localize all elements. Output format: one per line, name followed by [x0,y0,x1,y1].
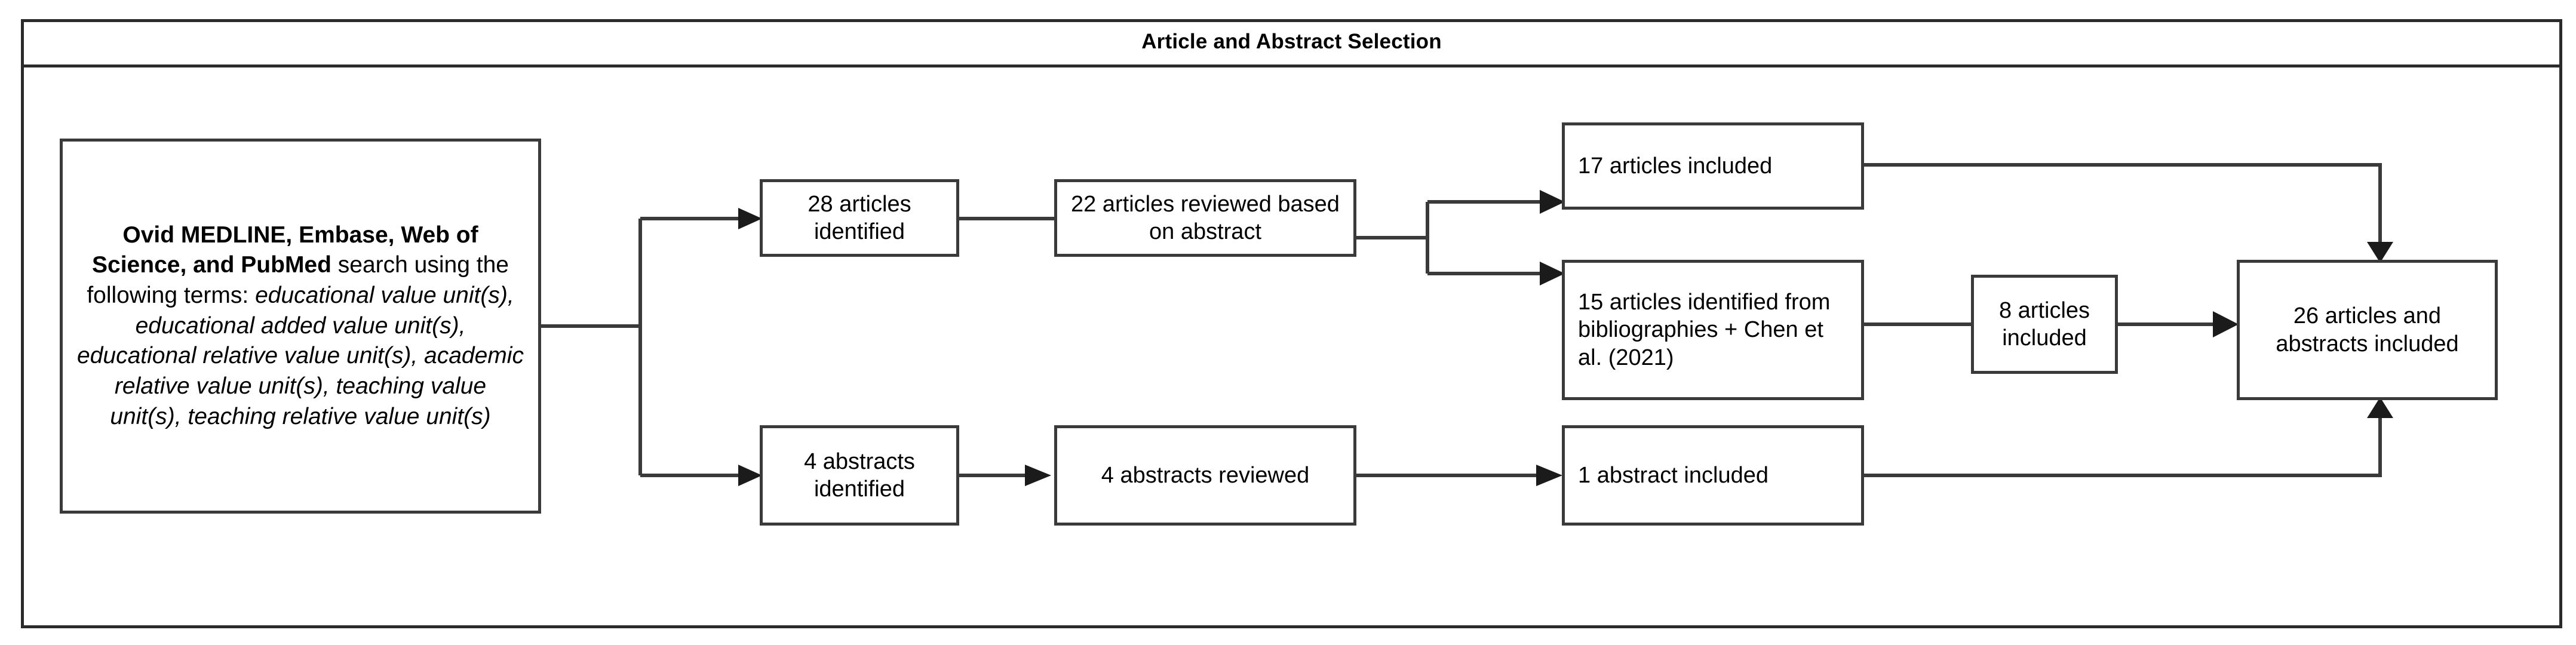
node-abstracts-identified: 4 abstracts identified [760,425,959,526]
node-articles-identified-label: 28 articles identified [808,191,911,244]
node-articles-included-17-label: 17 articles included [1578,153,1773,179]
node-abstract-included: 1 abstract included [1562,425,1864,526]
node-abstract-included-label: 1 abstract included [1578,462,1768,488]
node-abstracts-reviewed-label: 4 abstracts reviewed [1101,462,1310,488]
node-articles-reviewed-label: 22 articles reviewed based on abstract [1071,191,1340,244]
search-source-terms: educational value unit(s), educational a… [77,282,524,429]
page-title: Article and Abstract Selection [1141,30,1442,53]
node-articles-included-8: 8 articles included [1971,275,2118,374]
search-source-databases: Ovid MEDLINE, Embase, Web of Science, an… [92,222,478,278]
node-articles-included-8-label: 8 articles included [1998,297,2090,351]
node-search-source: Ovid MEDLINE, Embase, Web of Science, an… [60,139,541,514]
node-final-included-label: 26 articles and abstracts included [2276,303,2459,357]
search-source-lead-in: search using the following terms: [87,252,509,308]
panel-title-bar: Article and Abstract Selection [21,19,2562,67]
node-final-included: 26 articles and abstracts included [2237,260,2498,400]
node-articles-reviewed: 22 articles reviewed based on abstract [1054,179,1356,257]
node-articles-from-bibliographies-label: 15 articles identified from bibliographi… [1578,289,1831,370]
node-articles-included-17: 17 articles included [1562,122,1864,210]
node-articles-identified: 28 articles identified [760,179,959,257]
node-abstracts-identified-label: 4 abstracts identified [804,449,915,502]
node-abstracts-reviewed: 4 abstracts reviewed [1054,425,1356,526]
node-articles-from-bibliographies: 15 articles identified from bibliographi… [1562,260,1864,400]
